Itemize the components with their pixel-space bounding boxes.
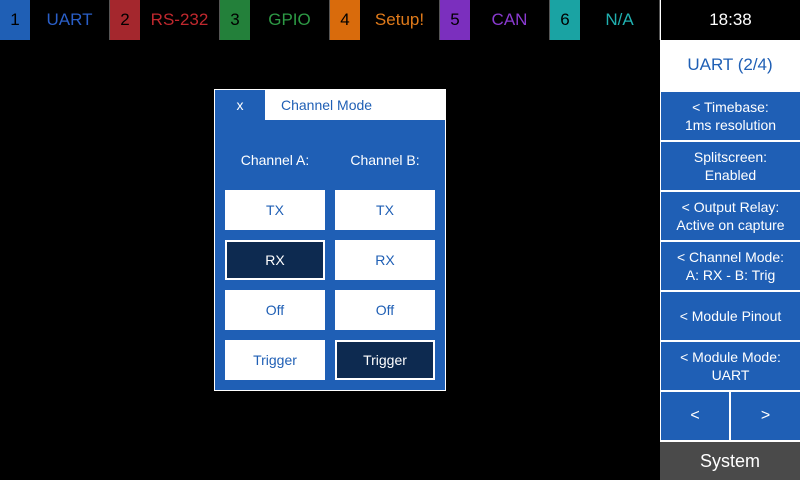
close-button[interactable]: x (236, 97, 244, 113)
dialog-title: Channel Mode (265, 90, 445, 120)
tab-label: UART (30, 0, 110, 40)
output-relay-button[interactable]: < Output Relay: Active on capture (661, 192, 800, 240)
tab-na[interactable]: 6 N/A (550, 0, 660, 40)
channel-a-option[interactable]: Off (225, 290, 325, 330)
button-line1: < Module Pinout (679, 308, 782, 324)
tab-label: RS-232 (140, 0, 220, 40)
tab-setup[interactable]: 4 Setup! (330, 0, 440, 40)
tab-label: CAN (470, 0, 550, 40)
button-line1: < Output Relay: (681, 199, 780, 215)
channel-a-label: Channel A: (240, 152, 310, 168)
tab-uart[interactable]: 1 UART (0, 0, 110, 40)
tab-number: 4 (330, 0, 360, 40)
sidebar-menu: UART (2/4) < Timebase: 1ms resolution Sp… (660, 40, 800, 480)
channel-a-option[interactable]: TX (225, 190, 325, 230)
channel-b-option[interactable]: TX (335, 190, 435, 230)
tab-number: 5 (440, 0, 470, 40)
timebase-button[interactable]: < Timebase: 1ms resolution (661, 92, 800, 140)
tab-gpio[interactable]: 3 GPIO (220, 0, 330, 40)
tab-label: Setup! (360, 0, 440, 40)
sidebar-title: UART (2/4) (660, 40, 800, 90)
splitscreen-button[interactable]: Splitscreen: Enabled (661, 142, 800, 190)
button-line2: Enabled (704, 167, 757, 183)
button-line2: A: RX - B: Trig (685, 267, 776, 283)
button-line2: Active on capture (676, 217, 785, 233)
button-line1: < Channel Mode: (676, 249, 785, 265)
tab-can[interactable]: 5 CAN (440, 0, 550, 40)
channel-mode-dialog: x Channel Mode Channel A: Channel B: TX … (214, 89, 446, 391)
prev-label: < (690, 407, 700, 424)
button-line1: < Timebase: (692, 99, 769, 115)
channel-b-option[interactable]: Trigger (335, 340, 435, 380)
module-mode-button[interactable]: < Module Mode: UART (661, 342, 800, 390)
tab-rs232[interactable]: 2 RS-232 (110, 0, 220, 40)
next-label: > (760, 407, 771, 424)
prev-page-button[interactable]: < (661, 392, 729, 440)
button-line2: 1ms resolution (684, 117, 777, 133)
clock: 18:38 (660, 0, 800, 40)
channel-b-option[interactable]: RX (335, 240, 435, 280)
next-page-button[interactable]: > (731, 392, 800, 440)
tab-number: 3 (220, 0, 250, 40)
channel-a-option[interactable]: RX (225, 240, 325, 280)
tab-number: 2 (110, 0, 140, 40)
tab-label: GPIO (250, 0, 330, 40)
tab-label: N/A (580, 0, 660, 40)
module-pinout-button[interactable]: < Module Pinout (661, 292, 800, 340)
tab-number: 6 (550, 0, 580, 40)
button-line1: Splitscreen: (693, 149, 768, 165)
channel-b-option[interactable]: Off (335, 290, 435, 330)
channel-a-option[interactable]: Trigger (225, 340, 325, 380)
tab-number: 1 (0, 0, 30, 40)
system-button[interactable]: System (660, 442, 800, 480)
channel-b-label: Channel B: (350, 152, 420, 168)
top-tab-bar: 1 UART 2 RS-232 3 GPIO 4 Setup! 5 CAN 6 … (0, 0, 660, 40)
button-line2: UART (711, 367, 750, 383)
button-line1: < Module Mode: (680, 349, 781, 365)
channel-mode-button[interactable]: < Channel Mode: A: RX - B: Trig (661, 242, 800, 290)
